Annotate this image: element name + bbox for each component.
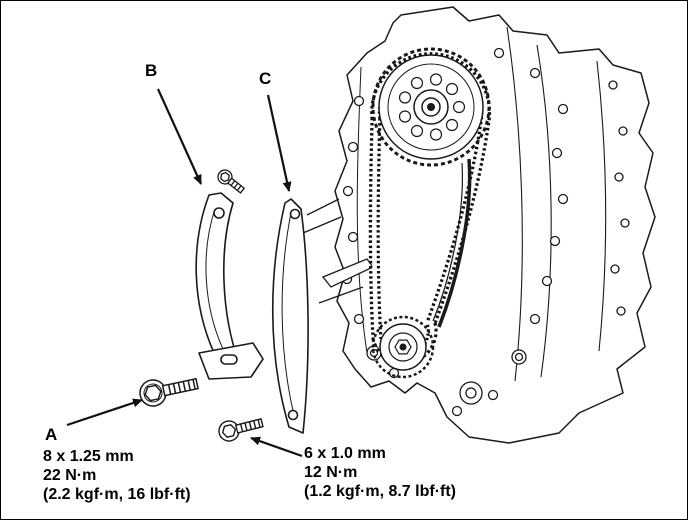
chain-guide-b	[195, 192, 264, 380]
spec-bolt-a: 8 x 1.25 mm 22 N·m (2.2 kgf·m, 16 lbf·ft…	[43, 447, 191, 504]
label-part-a: A	[45, 425, 58, 444]
spec-bolt-c-size: 6 x 1.0 mm	[304, 445, 386, 462]
tensioner-arm	[432, 158, 472, 328]
spec-bolt-a-torque: 22 N·m	[43, 467, 97, 484]
arrow-to-guide-b	[156, 88, 203, 185]
arrow-to-bolt-a	[66, 398, 143, 427]
leader-arrows	[66, 88, 303, 458]
bolt-c	[218, 418, 264, 442]
engine-bolt-holes	[341, 47, 630, 417]
crank-sprocket	[371, 315, 435, 379]
label-part-b: B	[145, 61, 158, 80]
spec-bolt-a-size: 8 x 1.25 mm	[43, 448, 134, 465]
label-part-c: C	[259, 69, 272, 88]
spec-bolt-c-torque: 12 N·m	[304, 464, 358, 481]
arrow-to-guide-c	[266, 94, 292, 192]
spec-bolt-c-torque-alt: (1.2 kgf·m, 8.7 lbf·ft)	[304, 483, 457, 500]
chain-guide-c	[271, 198, 309, 434]
arrow-to-bolt-c	[250, 436, 303, 458]
spec-bolt-a-torque-alt: (2.2 kgf·m, 16 lbf·ft)	[43, 486, 191, 503]
bolt-a	[139, 377, 199, 407]
spec-bolt-c: 6 x 1.0 mm 12 N·m (1.2 kgf·m, 8.7 lbf·ft…	[304, 444, 456, 501]
cam-sprocket	[371, 47, 491, 167]
bolt-b	[217, 169, 246, 194]
